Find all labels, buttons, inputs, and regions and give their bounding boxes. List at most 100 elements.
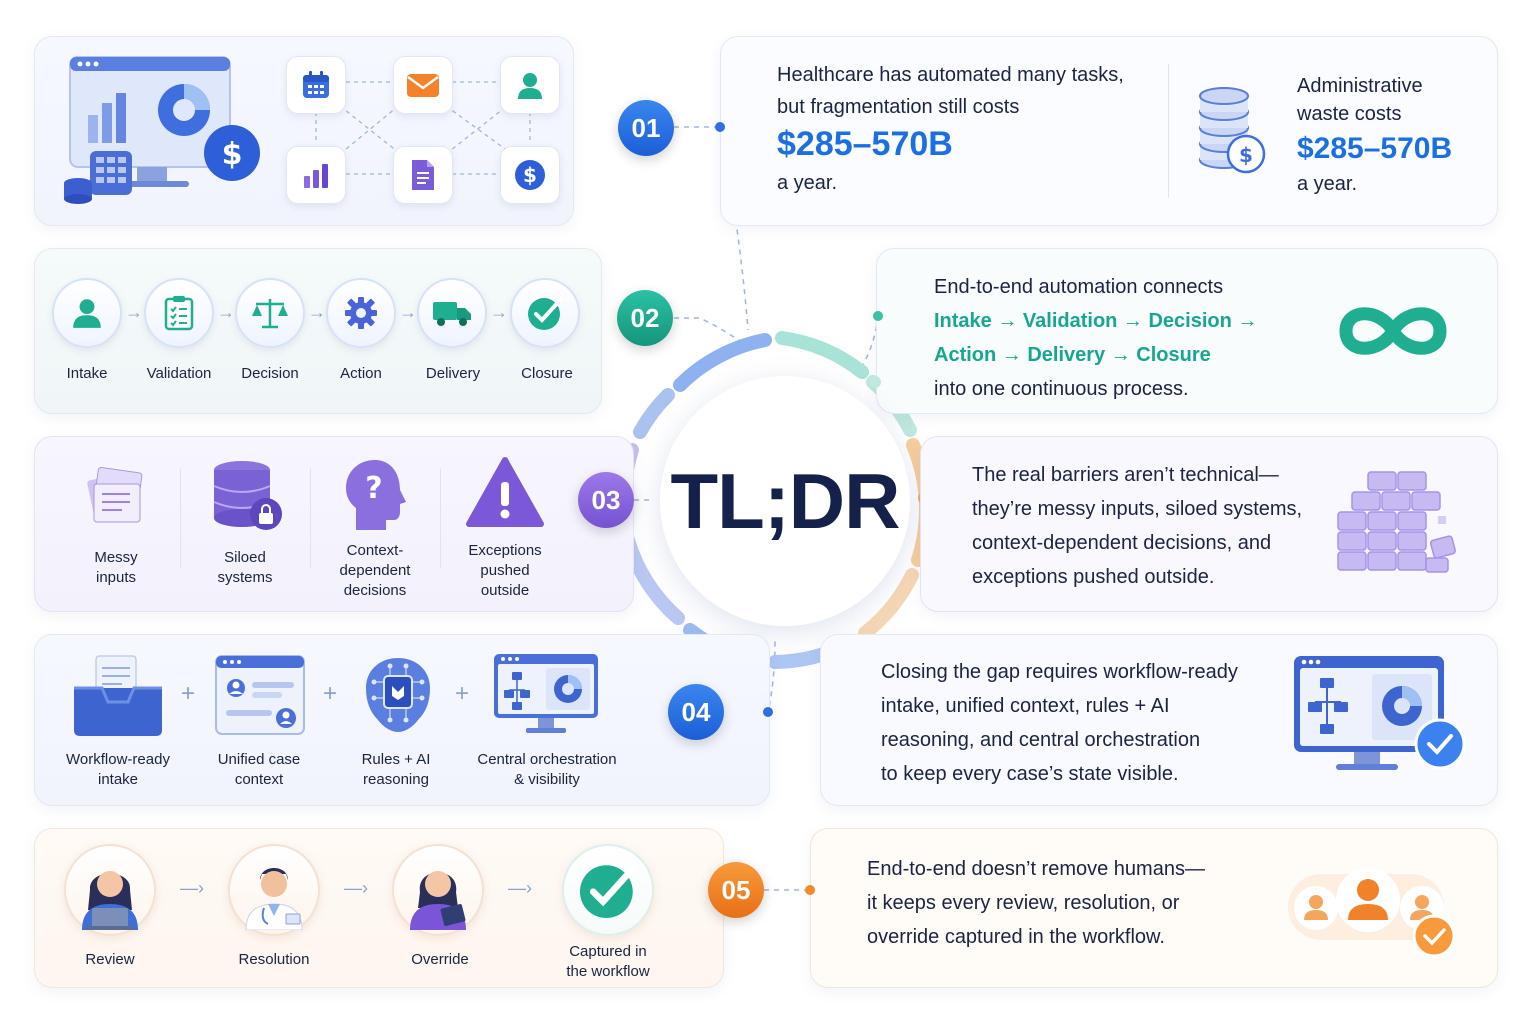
section-3-line-4: exceptions pushed outside. xyxy=(972,566,1215,588)
person-tablet-icon xyxy=(392,844,484,936)
section-1-amount: $285–570B xyxy=(777,125,953,163)
section-4-line-2: intake, unified context, rules + AI xyxy=(881,695,1170,717)
section-2-number-badge: 02 xyxy=(617,290,673,346)
section-1-period: a year. xyxy=(777,172,838,194)
section-4-line-3: reasoning, and central orchestration xyxy=(881,729,1201,751)
section-3-line-2: they’re messy inputs, siloed systems, xyxy=(972,498,1303,520)
step-arrow-5: → xyxy=(490,302,508,322)
section-1-side-line-1: Administrative xyxy=(1297,75,1423,97)
section-1-number-badge: 01 xyxy=(618,100,674,156)
wall-icon xyxy=(1337,471,1457,573)
dashboard-icon xyxy=(494,654,598,733)
svg-text:$: $ xyxy=(523,163,537,187)
section-1-side-text: Administrative waste costs $285–570B a y… xyxy=(1297,72,1452,198)
section-1-side-amount: $285–570B xyxy=(1297,132,1453,165)
bar-chart-icon xyxy=(286,146,346,204)
step-label-decision: Decision xyxy=(241,365,299,382)
user-icon xyxy=(500,56,560,114)
barrier-label-exceptions: Exceptions pushed outside xyxy=(468,542,542,599)
section-1-text-panel xyxy=(720,36,1498,226)
step-decision-icon xyxy=(235,278,305,348)
section-4-number-badge: 04 xyxy=(668,684,724,740)
captured-check-icon xyxy=(562,844,654,936)
section-1-connector-dot xyxy=(715,122,725,132)
human-arrow-3: —› xyxy=(508,878,532,898)
svg-text:?: ? xyxy=(365,471,382,506)
section-5-line-1: End-to-end doesn’t remove humans— xyxy=(867,858,1205,880)
coins-icon: $ xyxy=(1199,87,1266,174)
infinity-icon xyxy=(1339,307,1447,355)
section-4-line-4: to keep every case’s state visible. xyxy=(881,763,1179,785)
plus-sign-1: + xyxy=(180,680,195,707)
barrier-label-messy-inputs: Messy inputs xyxy=(94,549,138,586)
section-3-divider-2 xyxy=(310,468,311,568)
section-2-text: End-to-end automation connects Intake → … xyxy=(934,270,1257,406)
section-5-number-badge: 05 xyxy=(708,862,764,918)
section-5-text-panel xyxy=(810,828,1498,988)
step-closure-icon xyxy=(510,278,580,348)
dollar-icon: $ xyxy=(500,146,560,204)
section-5-connector-dot xyxy=(805,885,815,895)
ring-dot-teal xyxy=(869,376,881,388)
database-lock-icon xyxy=(213,461,282,530)
email-icon xyxy=(393,56,453,114)
section-1-text: Healthcare has automated many tasks, but… xyxy=(777,58,1124,200)
human-label-review: Review xyxy=(85,951,135,968)
section-1-side-line-2: waste costs xyxy=(1297,103,1402,125)
section-2-outro: into one continuous process. xyxy=(934,378,1189,400)
section-4-line-1: Closing the gap requires workflow-ready xyxy=(881,661,1238,683)
monitor-check-icon xyxy=(1294,656,1466,770)
monitor-chart-icon: $ xyxy=(64,56,260,204)
case-window-icon xyxy=(215,655,305,735)
section-1-line-2: but fragmentation still costs xyxy=(777,96,1020,118)
svg-text:$: $ xyxy=(222,137,243,172)
section-5-text: End-to-end doesn’t remove humans— it kee… xyxy=(867,852,1205,954)
section-1-side-period: a year. xyxy=(1297,173,1358,195)
step-action-icon xyxy=(326,278,396,348)
barrier-label-siloed-systems: Siloed systems xyxy=(217,549,273,586)
section-2-connector-dot xyxy=(873,311,883,321)
calendar-icon xyxy=(286,56,346,114)
document-icon xyxy=(393,146,453,204)
step-label-intake: Intake xyxy=(66,365,108,382)
section-5-line-2: it keeps every review, resolution, or xyxy=(867,892,1180,914)
human-label-captured: Captured in the workflow xyxy=(566,943,650,980)
section-2-flow-line-2: Action → Delivery → Closure xyxy=(934,344,1211,366)
section-3-line-1: The real barriers aren’t technical— xyxy=(972,464,1279,486)
component-label-orchestration: Central orchestration & visibility xyxy=(477,751,617,788)
svg-text:$: $ xyxy=(1239,143,1253,167)
step-arrow-4: → xyxy=(399,302,417,322)
section-3-text: The real barriers aren’t technical— they… xyxy=(972,458,1302,594)
section-2-flow-line-1: Intake → Validation → Decision → xyxy=(934,310,1258,332)
section-3-line-3: context-dependent decisions, and xyxy=(972,532,1272,554)
papers-icon xyxy=(87,467,143,523)
step-validation-icon xyxy=(144,278,214,348)
human-label-resolution: Resolution xyxy=(238,951,310,968)
step-arrow-3: → xyxy=(308,302,326,322)
step-label-closure: Closure xyxy=(521,365,573,382)
section-3-divider-1 xyxy=(180,468,181,568)
head-question-icon: ? xyxy=(346,460,406,530)
plus-sign-2: + xyxy=(322,680,337,707)
section-5-line-3: override captured in the workflow. xyxy=(867,926,1165,948)
human-arrow-1: —› xyxy=(180,878,204,898)
section-3-number-badge: 03 xyxy=(578,472,634,528)
step-label-validation: Validation xyxy=(146,365,212,382)
ai-chip-icon xyxy=(366,658,430,732)
section-4-text: Closing the gap requires workflow-ready … xyxy=(881,655,1238,791)
human-arrow-2: —› xyxy=(344,878,368,898)
inbox-icon xyxy=(74,655,162,736)
tldr-title: TL;DR xyxy=(660,376,910,626)
step-delivery-icon xyxy=(417,278,487,348)
section-2-visual-panel xyxy=(34,248,602,414)
doctor-icon xyxy=(228,844,320,936)
warning-icon xyxy=(466,457,544,527)
step-arrow-1: → xyxy=(125,302,143,322)
component-label-rules-ai: Rules + AI reasoning xyxy=(361,751,431,788)
section-4-connector-dot xyxy=(763,707,773,717)
section-3-divider-3 xyxy=(440,468,441,568)
step-arrow-2: → xyxy=(217,302,235,322)
component-label-unified-context: Unified case context xyxy=(217,751,301,788)
section-1-divider xyxy=(1168,64,1169,198)
barrier-label-context-dependent: Context- dependent decisions xyxy=(339,542,411,599)
